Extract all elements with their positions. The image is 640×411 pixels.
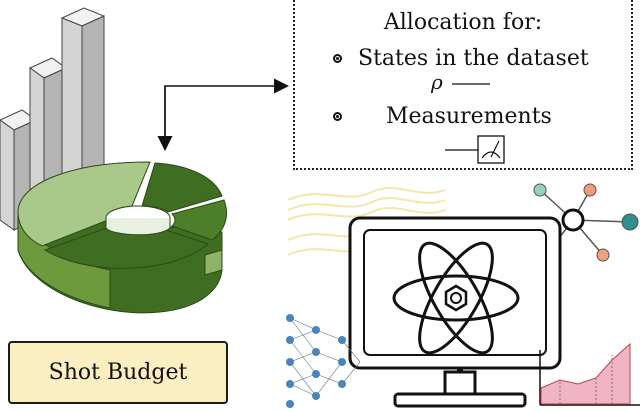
- allocation-box: Allocation for: States in the dataset ρ …: [293, 0, 633, 170]
- rho-symbol: ρ: [431, 70, 443, 94]
- allocation-item-label: States in the dataset: [358, 46, 589, 71]
- allocation-item-measurements: Measurements: [333, 104, 552, 129]
- allocation-item-label: Measurements: [386, 104, 552, 129]
- shot-budget-box: Shot Budget: [8, 341, 228, 404]
- flow-arrow: [157, 78, 289, 151]
- atom-icon: [392, 241, 520, 355]
- neural-network-icon: [286, 314, 361, 408]
- measurement-meter-icon: [445, 135, 505, 164]
- bullet-icon: [333, 112, 342, 121]
- allocation-item-states: States in the dataset: [333, 46, 589, 71]
- pie-chart-icon: [17, 161, 227, 314]
- allocation-title: Allocation for:: [383, 10, 543, 35]
- area-chart-icon: [539, 342, 640, 406]
- bullet-icon: [333, 54, 342, 63]
- bar-tall: [60, 7, 106, 201]
- monitor-icon: [348, 216, 562, 408]
- shot-budget-label: Shot Budget: [48, 360, 188, 385]
